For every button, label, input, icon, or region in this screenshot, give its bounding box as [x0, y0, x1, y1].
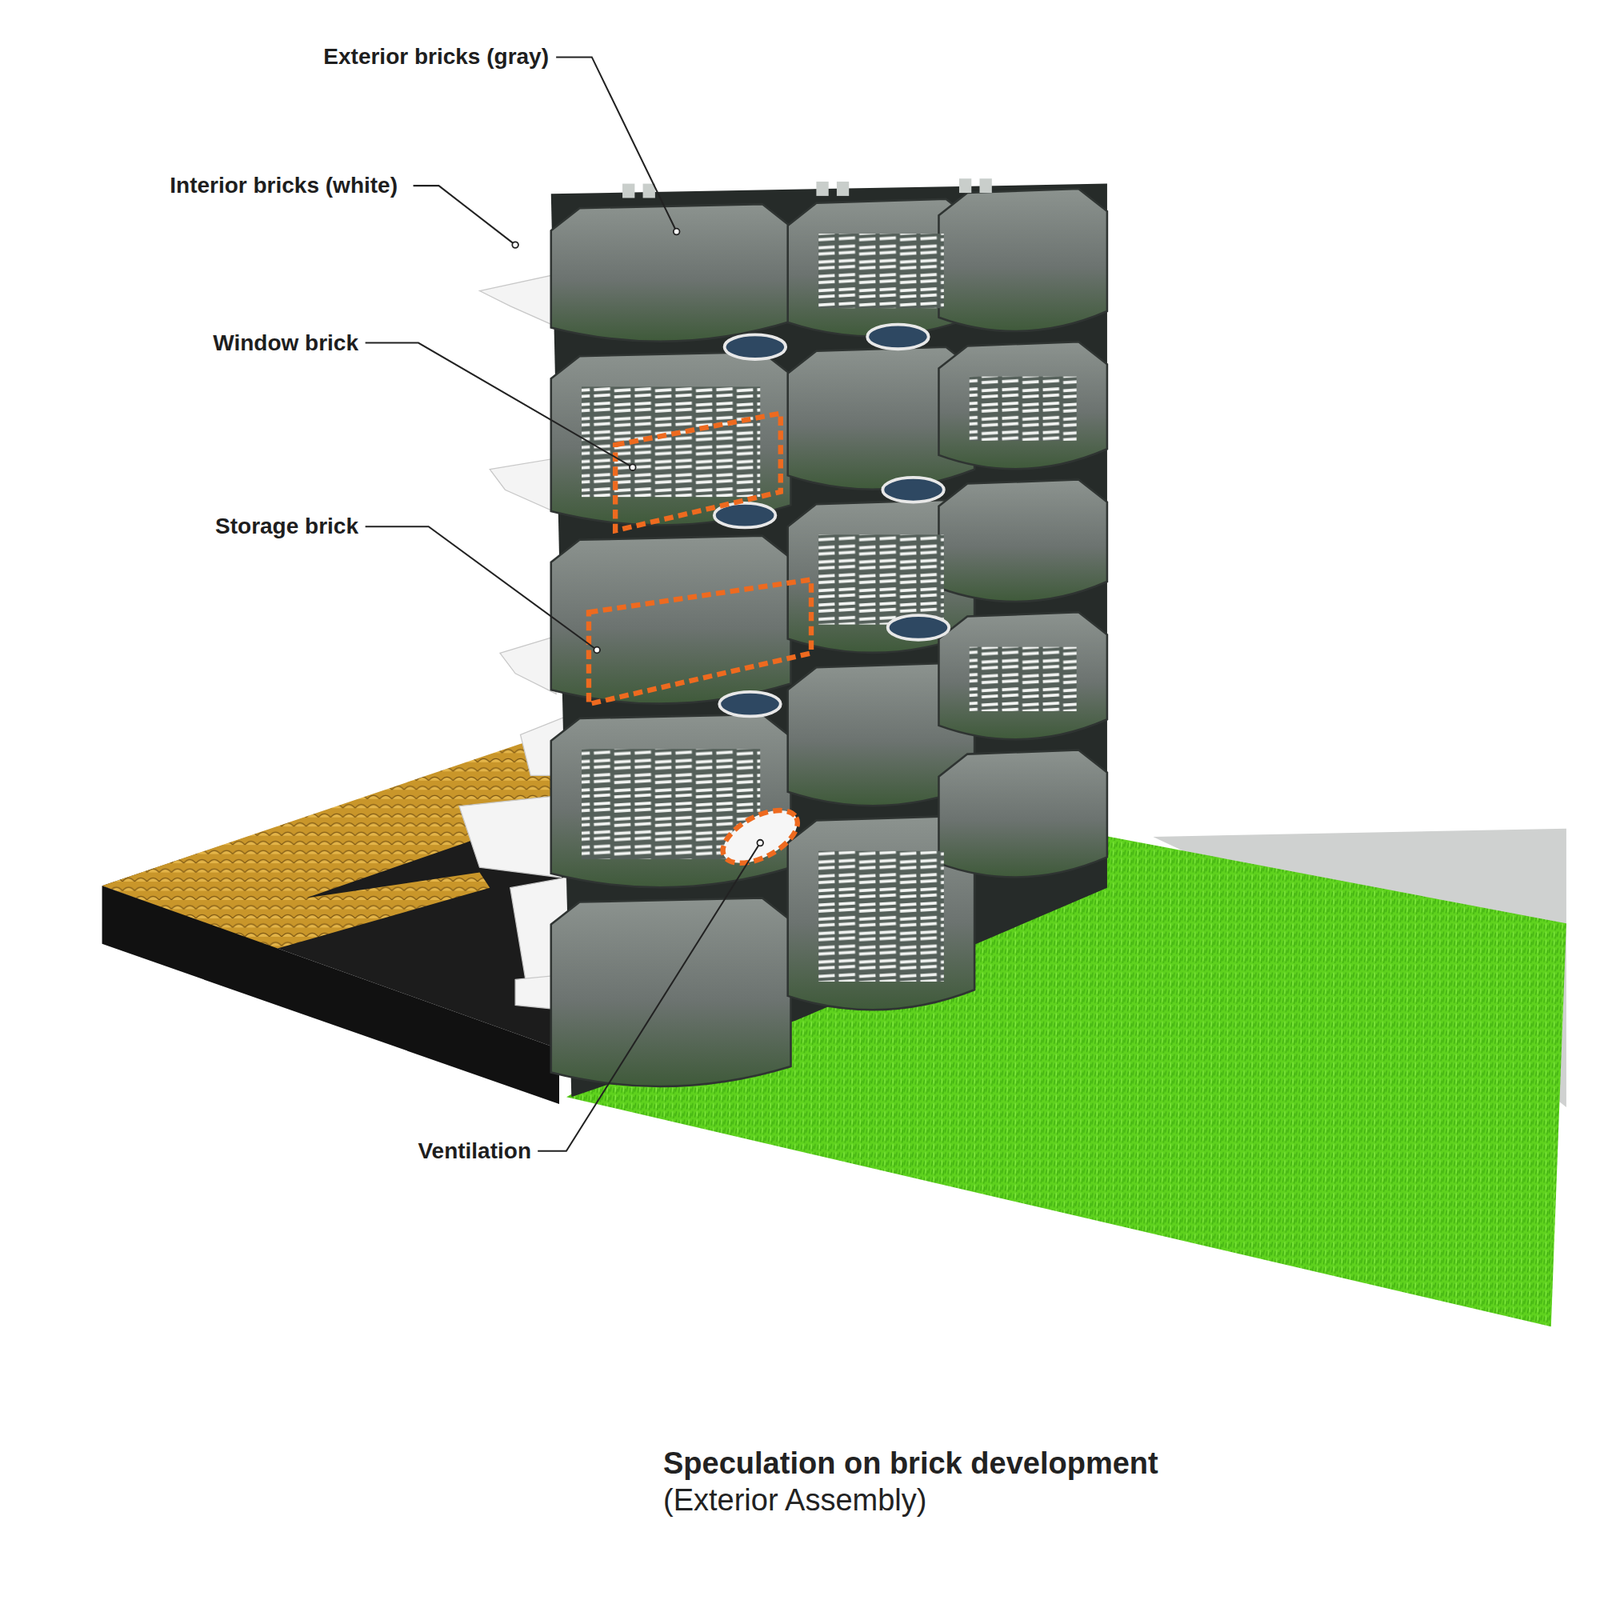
- diagram-title: Speculation on brick development: [663, 1444, 1159, 1482]
- brick-stud: [836, 181, 849, 196]
- exterior-brick: [551, 536, 792, 704]
- callout-label: Ventilation: [417, 1137, 532, 1165]
- exterior-brick: [551, 204, 792, 342]
- exterior-brick: [938, 341, 1107, 469]
- vent-hole: [888, 615, 950, 640]
- brick-stud: [816, 181, 828, 196]
- exterior-brick: [938, 750, 1107, 878]
- vent-hole: [724, 334, 787, 360]
- exterior-brick: [551, 897, 792, 1087]
- exterior-brick: [938, 479, 1107, 602]
- window-louver: [969, 376, 1077, 441]
- callout-label: Window brick: [212, 329, 359, 357]
- callout-label: Storage brick: [215, 512, 359, 540]
- callout-label: Interior bricks (white): [169, 172, 398, 200]
- window-louver: [969, 647, 1077, 712]
- window-louver: [818, 851, 944, 982]
- vent-hole: [719, 692, 781, 717]
- exterior-brick: [938, 612, 1107, 740]
- brick-stud: [622, 184, 635, 199]
- vent-hole: [867, 324, 929, 350]
- exterior-brick: [938, 188, 1107, 332]
- brick-stud: [959, 178, 972, 193]
- callout-label: Exterior bricks (gray): [323, 43, 549, 71]
- brick-stud: [643, 184, 656, 199]
- window-louver: [818, 534, 944, 624]
- diagram-caption: (Exterior Assembly): [663, 1481, 927, 1519]
- window-louver: [581, 386, 760, 497]
- window-louver: [818, 233, 944, 308]
- vent-hole: [882, 477, 944, 503]
- brick-stud: [979, 178, 992, 193]
